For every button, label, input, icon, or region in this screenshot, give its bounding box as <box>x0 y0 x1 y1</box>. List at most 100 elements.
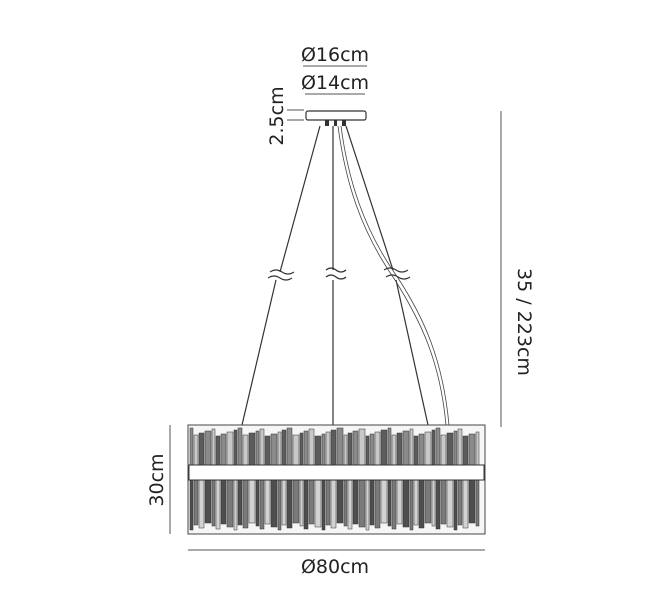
crystal-rod-upper <box>226 431 234 466</box>
crystal-rod-upper <box>402 430 410 466</box>
wire-left-lower <box>241 279 277 426</box>
crystal-rod-upper <box>281 429 287 466</box>
crystal-rod-lower <box>193 479 199 526</box>
crystal-rod-upper <box>286 427 293 466</box>
crystal-rod-upper <box>431 429 436 466</box>
crystal-rod-lower <box>270 479 278 528</box>
crystal-rod-lower <box>242 479 249 529</box>
crystal-rod-upper <box>330 429 337 466</box>
crystal-rod-upper <box>446 432 454 466</box>
crystal-rod-upper <box>369 433 375 466</box>
crystal-rod-lower <box>358 479 366 528</box>
crystal-rod-upper <box>391 434 397 466</box>
crystal-rod-lower <box>409 479 414 531</box>
wire-break-symbols <box>267 267 411 281</box>
crystal-rod-lower <box>277 479 282 531</box>
crystal-rod-upper <box>255 430 260 466</box>
crystal-rod-upper <box>308 428 315 466</box>
crystal-rod-upper <box>321 433 326 466</box>
crystal-rod-lower <box>446 479 454 528</box>
drop-height-label: 35 / 223cm <box>513 268 535 376</box>
crystal-rod-lower <box>369 479 375 526</box>
suspension-wires <box>241 125 450 426</box>
crystal-rod-lower <box>391 479 397 530</box>
wire-left-upper <box>279 125 321 273</box>
crystal-rod-upper <box>424 431 432 466</box>
crystal-rod-lower <box>347 479 353 530</box>
crystal-rod-upper <box>242 434 249 466</box>
crystal-rod-upper <box>440 434 447 466</box>
crystal-rod-upper <box>435 427 441 466</box>
crystal-rod-upper <box>462 435 469 466</box>
crystal-rod-lower <box>303 479 309 530</box>
crystal-rod-upper <box>215 435 221 466</box>
crystal-rod-upper <box>325 431 331 466</box>
crystal-rod-lower <box>255 479 260 527</box>
crystal-rod-upper <box>299 432 304 466</box>
crystal-rod-upper <box>347 432 353 466</box>
crystal-rod-lower <box>453 479 458 531</box>
crystal-rod-lower <box>233 479 238 531</box>
crystal-rod-lower <box>189 479 194 531</box>
crystal-rod-upper <box>198 432 205 466</box>
crystal-rod-upper <box>343 434 348 466</box>
crystal-rod-lower <box>330 479 337 529</box>
crystal-rod-upper <box>387 427 392 466</box>
canopy <box>305 110 367 126</box>
crystal-rod-upper <box>193 434 199 466</box>
crystal-rod-lower <box>343 479 348 527</box>
crystal-rod-lower <box>286 479 293 529</box>
crystal-rod-lower <box>396 479 403 525</box>
canopy-outer-diameter-label: Ø16cm <box>301 44 369 66</box>
crystal-rod-lower <box>413 479 419 526</box>
crystal-rod-upper <box>475 431 480 466</box>
crystal-rod-lower <box>321 479 326 531</box>
crystal-rod-upper <box>233 429 238 466</box>
crystal-rod-upper <box>259 428 265 466</box>
crystal-rod-upper <box>453 430 458 466</box>
crystal-rod-lower <box>365 479 370 531</box>
body-diameter-label: Ø80cm <box>301 556 369 578</box>
crystal-rod-lower <box>292 479 300 524</box>
crystal-rod-upper <box>468 433 476 466</box>
crystal-rod-lower <box>374 479 381 529</box>
crystal-rod-lower <box>237 479 243 526</box>
crystal-rod-upper <box>220 433 227 466</box>
crystal-rod-lower <box>325 479 331 526</box>
crystal-rod-upper <box>303 430 309 466</box>
crystal-rod-upper <box>365 435 370 466</box>
crystal-rod-upper <box>396 432 403 466</box>
crystal-rod-lower <box>435 479 441 530</box>
crystal-rod-lower <box>259 479 265 530</box>
crystal-rod-lower <box>248 479 256 524</box>
wire-right-lower <box>395 279 429 426</box>
crystal-rod-lower <box>380 479 388 524</box>
crystal-rod-lower <box>314 479 322 528</box>
crystal-rod-upper <box>380 429 388 466</box>
crystal-rod-lower <box>475 479 480 527</box>
crystal-rod-lower <box>457 479 463 526</box>
crystal-rod-lower <box>281 479 287 526</box>
crystal-rod-upper <box>352 430 359 466</box>
crystal-rod-lower <box>220 479 227 525</box>
crystal-rod-upper <box>457 428 463 466</box>
electrical-cable <box>337 125 447 426</box>
center-band <box>188 464 485 481</box>
crystal-rod-upper <box>292 434 300 466</box>
crystal-rod-upper <box>277 431 282 466</box>
crystal-rod-upper <box>413 435 419 466</box>
crystal-rod-lower <box>211 479 216 527</box>
crystal-rod-lower <box>402 479 410 528</box>
crystal-rod-lower <box>431 479 436 527</box>
crystal-rod-lower <box>215 479 221 530</box>
crystal-rod-upper <box>374 431 381 466</box>
crystal-rod-upper <box>418 433 425 466</box>
crystal-rod-lower <box>336 479 344 524</box>
canopy-height-label: 2.5cm <box>266 86 288 145</box>
crystal-rod-lower <box>352 479 359 525</box>
crystal-rod-upper <box>248 432 256 466</box>
crystal-rod-upper <box>189 427 194 466</box>
crystal-rod-upper <box>211 428 216 466</box>
crystal-rod-upper <box>264 435 271 466</box>
